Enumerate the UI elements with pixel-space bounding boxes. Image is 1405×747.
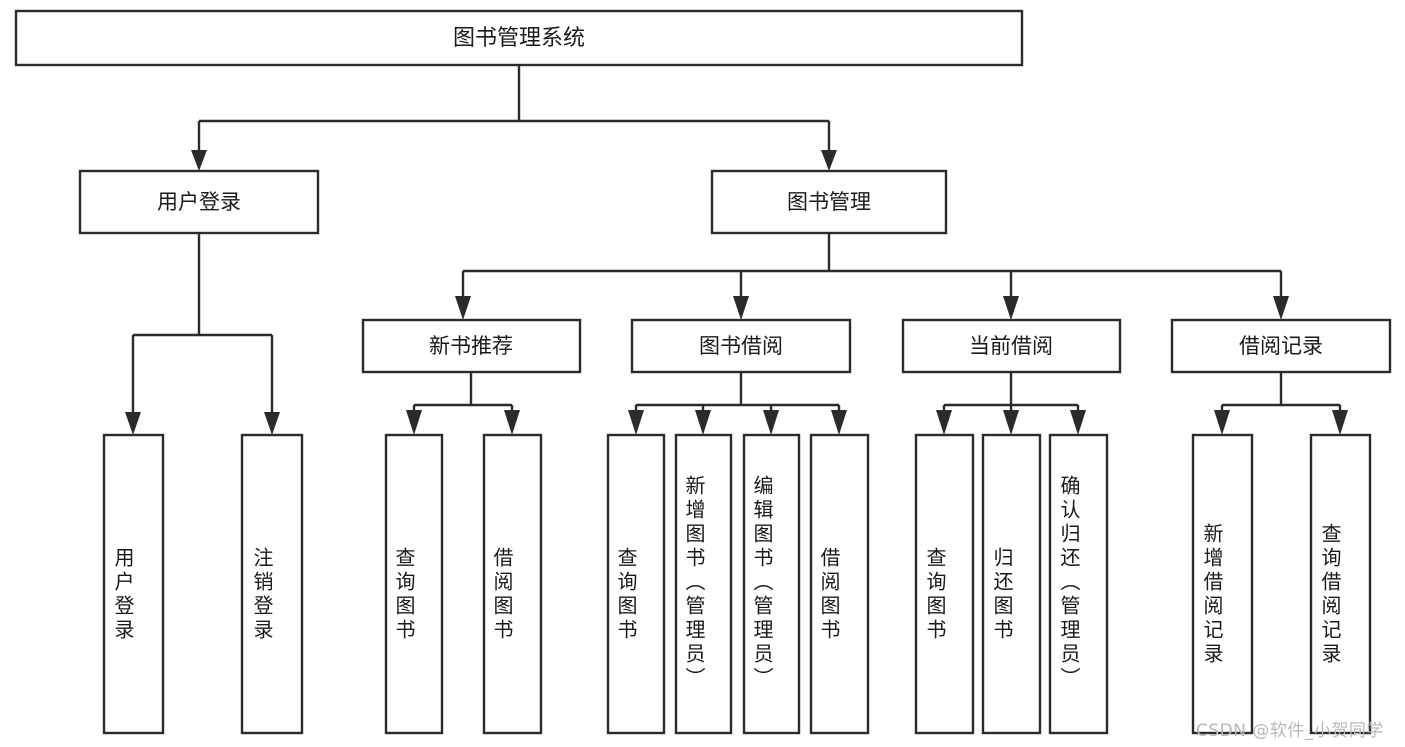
node-leaf-edit-book-box[interactable] (742, 433, 801, 735)
node-root-box[interactable] (14, 9, 1024, 67)
node-leaf-borrow-book-1-box[interactable] (482, 433, 543, 735)
node-borrow-record[interactable]: 借阅记录 (1170, 318, 1392, 374)
node-new-book-recommend-label: 新书推荐 (429, 334, 513, 358)
connectors (125, 65, 1348, 435)
arrow-to-leaf-borrow-book-1 (504, 410, 520, 435)
arrow-to-leaf-query-book-1 (406, 410, 422, 435)
node-leaf-query-book-2-box[interactable] (606, 433, 666, 735)
node-leaf-user-logout-box[interactable] (240, 433, 304, 735)
node-new-book-recommend[interactable]: 新书推荐 (361, 318, 582, 374)
leaf-boxes (102, 433, 1372, 735)
arrow-to-leaf-query-record (1332, 410, 1348, 435)
arrow-to-leaf-confirm-return (1070, 410, 1086, 435)
arrow-to-leaf-add-record (1214, 410, 1230, 435)
node-root-label: 图书管理系统 (453, 26, 585, 51)
arrow-to-leaf-add-book (695, 410, 711, 435)
node-leaf-add-book-box[interactable] (674, 433, 733, 735)
arrow-to-borrow-record (1273, 296, 1289, 320)
node-book-borrow[interactable]: 图书借阅 (630, 318, 852, 374)
node-leaf-confirm-return-box[interactable] (1048, 433, 1109, 735)
node-leaf-borrow-book-2-box[interactable] (809, 433, 870, 735)
arrow-to-leaf-query-book-3 (936, 410, 952, 435)
node-borrow-record-box[interactable] (1170, 318, 1392, 374)
node-current-borrow-box[interactable] (901, 318, 1122, 374)
arrow-to-book-borrow (733, 296, 749, 320)
arrow-to-leaf-user-logout (264, 412, 280, 435)
node-user-login[interactable]: 用户登录 (78, 169, 320, 235)
node-current-borrow-label: 当前借阅 (969, 334, 1053, 358)
node-book-management-label: 图书管理 (787, 190, 871, 214)
node-leaf-user-login-box[interactable] (102, 433, 165, 735)
node-book-management-box[interactable] (710, 169, 948, 235)
node-root[interactable]: 图书管理系统 (14, 9, 1024, 67)
arrow-to-new-book-recommend (455, 296, 471, 320)
arrow-root-to-user-login (191, 150, 207, 171)
node-leaf-query-book-3-box[interactable] (914, 433, 975, 735)
csdn-watermark: CSDN @软件_小贺同学 (1196, 721, 1384, 741)
node-leaf-query-book-1-box[interactable] (384, 433, 444, 735)
node-user-login-label: 用户登录 (157, 190, 241, 214)
node-leaf-add-record-box[interactable] (1191, 433, 1254, 735)
node-leaf-query-record-box[interactable] (1309, 433, 1372, 735)
node-new-book-recommend-box[interactable] (361, 318, 582, 374)
arrow-to-current-borrow (1003, 296, 1019, 320)
arrow-to-leaf-edit-book (763, 410, 779, 435)
arrow-to-leaf-return-book (1003, 410, 1019, 435)
node-borrow-record-label: 借阅记录 (1239, 334, 1323, 358)
arrow-to-leaf-user-login (125, 412, 141, 435)
arrow-root-to-book-management (821, 150, 837, 171)
node-leaf-return-book-box[interactable] (981, 433, 1042, 735)
node-book-borrow-label: 图书借阅 (699, 334, 783, 358)
arrow-to-leaf-query-book-2 (628, 410, 644, 435)
node-user-login-box[interactable] (78, 169, 320, 235)
node-current-borrow[interactable]: 当前借阅 (901, 318, 1122, 374)
node-book-borrow-box[interactable] (630, 318, 852, 374)
arrow-to-leaf-borrow-book-2 (831, 410, 847, 435)
node-book-management[interactable]: 图书管理 (710, 169, 948, 235)
